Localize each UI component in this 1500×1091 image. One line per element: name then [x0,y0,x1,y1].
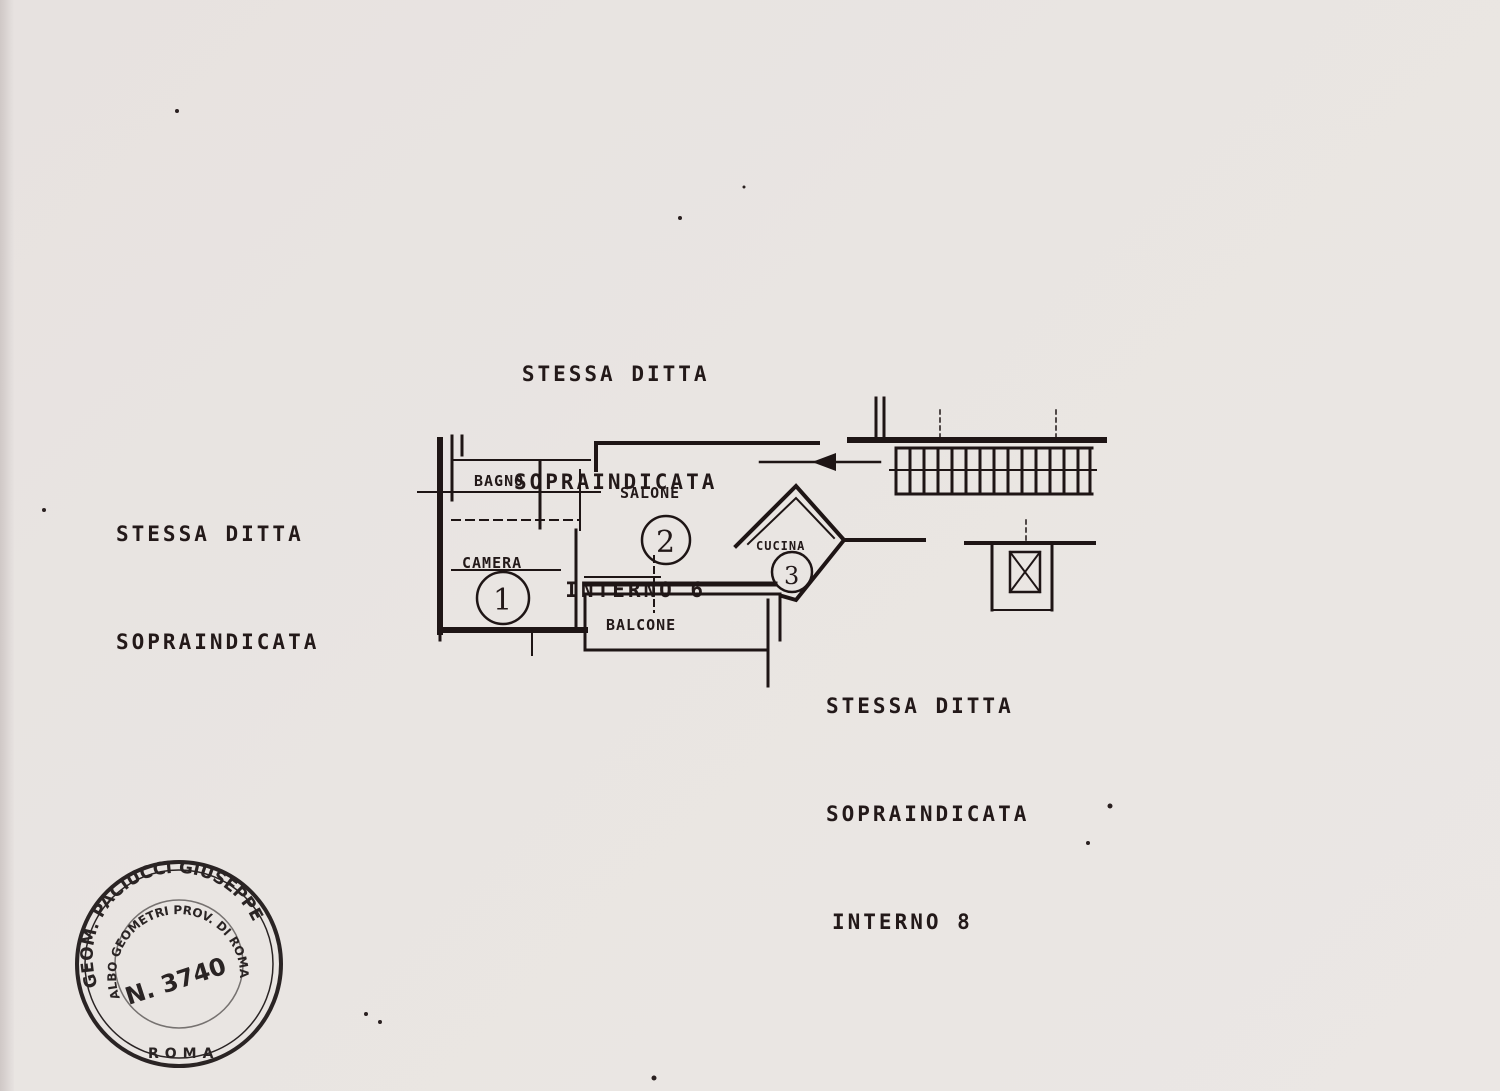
room-number-2: 2 [640,514,692,566]
room-number-1-text: 1 [493,583,512,618]
label-southeast-line3: INTERNO 8 [832,910,973,934]
room-number-3: 3 [770,550,814,594]
entrance-arrow [758,453,882,471]
paper-specks [42,109,1113,1081]
label-southeast-line2: SOPRAINDICATA [826,802,1030,826]
plan-walls [417,396,1107,688]
label-neighbor-southeast: STESSA DITTA SOPRAINDICATA INTERNO 8 [826,616,1029,976]
stamp-city: ROMA [148,1046,219,1062]
elevator-shaft [964,519,1096,612]
stamp-number: N. 3740 [122,952,230,1011]
page-edge [0,0,14,1091]
room-label-cucina: CUCINA [756,539,805,553]
label-north-line1: STESSA DITTA [521,362,710,386]
label-west-line1: STESSA DITTA [116,522,304,546]
room-label-salone: SALONE [620,484,680,502]
room-number-2-text: 2 [656,525,675,560]
label-north-line2: SOPRAINDICATA [514,470,718,494]
room-label-camera: CAMERA [462,554,522,572]
room-label-balcone: BALCONE [606,616,676,634]
surveyor-stamp: GEOM. PACIUCCI GIUSEPPE ALBO GEOMETRI PR… [75,858,283,1068]
label-southeast-line1: STESSA DITTA [826,694,1014,718]
label-neighbor-west: STESSA DITTA SOPRAINDICATA [116,444,319,696]
label-west-line2: SOPRAINDICATA [116,630,320,654]
room-label-bagno: BAGNO [474,472,524,490]
room-number-3-text: 3 [784,562,799,590]
stair-treads [889,448,1097,494]
room-number-1: 1 [475,570,531,626]
